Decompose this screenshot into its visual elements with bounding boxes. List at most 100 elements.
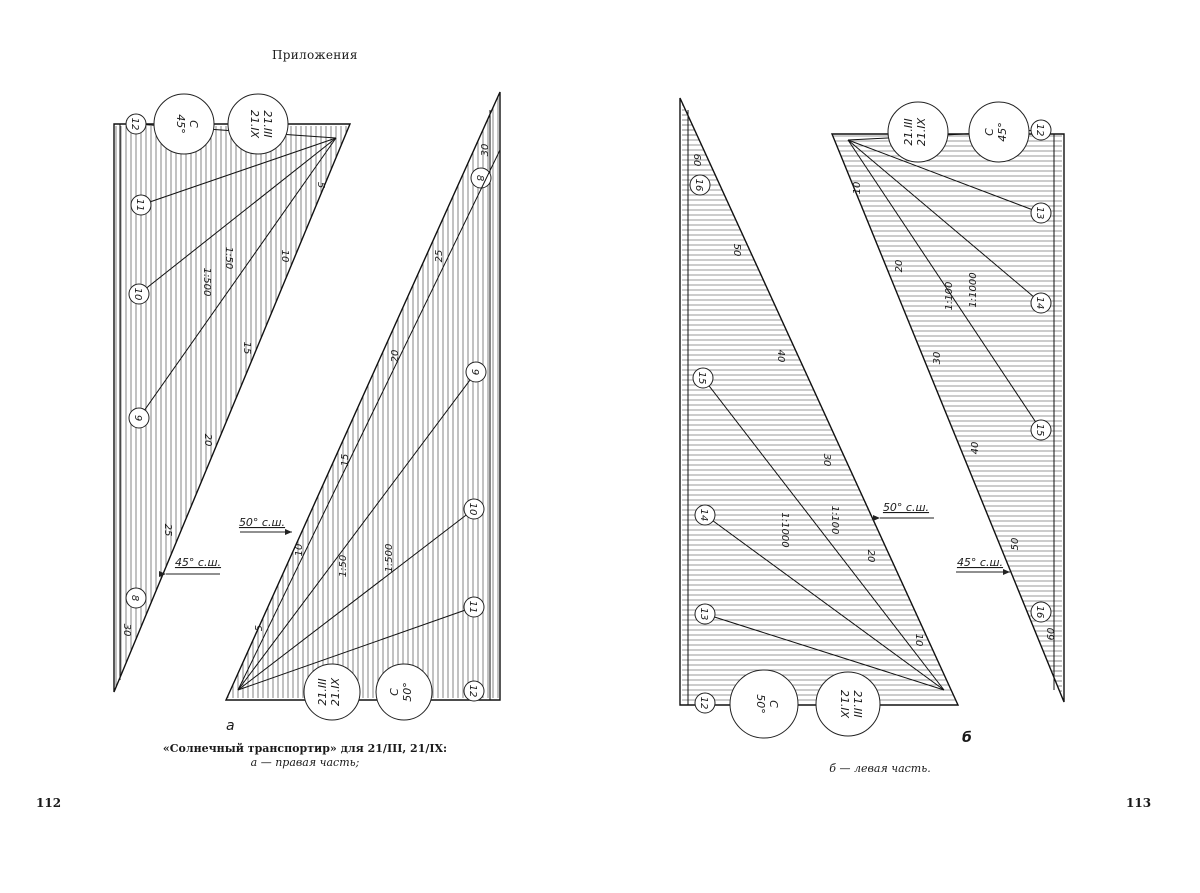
scale-number: 5: [315, 182, 326, 188]
ratio-label: 1:500: [384, 544, 395, 573]
scale-number: 20: [865, 550, 876, 563]
hour-ray: [702, 377, 945, 691]
big-circle-sun-circle: [153, 93, 215, 155]
hour-mark-label: 9: [132, 415, 143, 421]
hour-mark-circle: [1030, 119, 1052, 141]
hour-mark-label: 10: [467, 503, 478, 516]
big-circle-date-label: 21.IX: [838, 690, 851, 719]
scale-number: 25: [162, 524, 173, 537]
big-circle-date-label: 21.IX: [248, 110, 261, 139]
hour-mark-label: 14: [698, 509, 709, 522]
hour-mark-circle: [128, 407, 150, 429]
ratio-label: 1:100: [829, 506, 840, 535]
latitude-marker-arrowhead: [873, 515, 880, 521]
ratio-label: 1:50: [223, 247, 234, 269]
latitude-marker-text: 45° с.ш.: [957, 556, 1003, 569]
scale-number: 10: [913, 634, 924, 647]
scale-number: 30: [480, 144, 491, 157]
big-circle-sun-label: С: [767, 700, 780, 708]
hour-mark-label: 12: [1034, 124, 1045, 137]
big-circle-sun-circle: [375, 663, 433, 721]
big-circle-date-circle: [227, 93, 289, 155]
hour-mark-circle: [130, 194, 152, 216]
hour-mark-circle: [125, 587, 147, 609]
hour-ray: [237, 149, 501, 691]
hour-mark-label: 8: [129, 595, 140, 601]
hour-mark-label: 9: [469, 369, 480, 375]
scale-number: 10: [852, 182, 863, 195]
big-circle-date-label: 21.III: [261, 110, 274, 137]
hour-mark-circle: [1030, 601, 1052, 623]
hour-mark-label: 12: [698, 697, 709, 710]
scale-number: 15: [241, 342, 252, 355]
hour-mark-circle: [470, 167, 492, 189]
big-circle-date-label: 21.III: [851, 690, 864, 717]
ratio-label: 1:100: [944, 282, 955, 311]
hour-ray: [138, 137, 337, 295]
caption-line-2: а — правая часть;: [250, 756, 360, 769]
big-circle-sun-label: 50°: [754, 694, 767, 714]
hour-ray: [847, 139, 1042, 431]
hour-mark-label: 16: [1034, 606, 1045, 619]
triangle-outline: [830, 133, 1065, 703]
triangle-outline: [224, 91, 501, 701]
big-circle-date-label: 21.III: [902, 118, 915, 145]
diagram-a-left: 12111098510152025301:501:500С45°21.III21…: [113, 93, 352, 693]
scale-number: 40: [775, 350, 786, 363]
latitude-marker-arrowhead: [1003, 569, 1010, 575]
hour-mark-label: 10: [132, 288, 143, 301]
hour-mark-label: 12: [467, 685, 478, 698]
hour-mark-circle: [694, 603, 716, 625]
page-number-right: 113: [1126, 796, 1152, 810]
big-circle-date-label: 21.III: [316, 678, 329, 705]
page-right: 113 б б — левая часть.: [600, 0, 1200, 893]
hour-mark-circle: [463, 498, 485, 520]
latitude-marker-text: 50° с.ш.: [239, 516, 285, 529]
hour-mark-label: 11: [467, 601, 478, 614]
hour-mark-circle: [689, 174, 711, 196]
scale-number: 50: [731, 244, 742, 257]
scale-number: 5: [254, 625, 265, 631]
hour-ray: [237, 606, 475, 691]
page-left: Приложения 112 а «Солнечный транспортир»…: [36, 48, 447, 810]
scale-number: 50: [1010, 538, 1021, 551]
latitude-marker-arrowhead: [159, 571, 166, 577]
big-circle-sun-label: С: [983, 128, 996, 136]
hour-mark-label: 12: [129, 118, 140, 131]
hour-mark-label: 16: [693, 179, 704, 192]
hour-mark-circle: [1030, 419, 1052, 441]
latitude-marker-arrowhead: [285, 529, 292, 535]
scale-number: 25: [434, 250, 445, 263]
hour-ray: [704, 613, 945, 691]
hour-mark-label: 13: [698, 608, 709, 621]
big-circle-sun-circle: [968, 101, 1030, 163]
figure-letter-b: б: [962, 730, 972, 746]
hour-ray: [704, 514, 945, 691]
scale-number: 60: [691, 154, 702, 167]
hour-mark-circle: [692, 367, 714, 389]
hour-mark-circle: [1030, 202, 1052, 224]
hour-mark-circle: [694, 692, 716, 714]
hour-mark-label: 8: [474, 175, 485, 181]
scale-number: 30: [821, 454, 832, 467]
big-circle-sun-label: С: [187, 120, 200, 128]
latitude-marker-text: 45° с.ш.: [175, 556, 221, 569]
scale-number: 10: [279, 250, 290, 263]
figure-caption-b: б — левая часть.: [780, 762, 980, 776]
big-circle-date-label: 21.IX: [915, 117, 928, 146]
big-circle-date-circle: [887, 101, 949, 163]
big-circle-sun-label: С: [388, 688, 401, 696]
hour-mark-circle: [1030, 292, 1052, 314]
big-circle-date-circle: [303, 663, 361, 721]
hour-mark-circle: [125, 113, 147, 135]
scale-number: 15: [340, 454, 351, 467]
scale-number: 40: [970, 442, 981, 455]
hour-ray: [847, 139, 1042, 214]
hour-mark-label: 15: [696, 372, 707, 385]
hour-mark-circle: [463, 596, 485, 618]
hour-ray: [847, 139, 1042, 304]
